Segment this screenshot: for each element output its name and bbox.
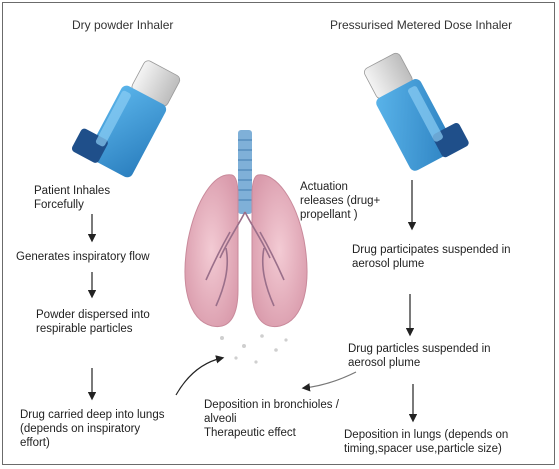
right-step-1-line-2: releases (drug+ bbox=[300, 194, 380, 208]
center-deposition: Deposition in bronchioles / alveoli Ther… bbox=[204, 398, 339, 440]
left-step-3: Powder dispersed into respirable particl… bbox=[36, 308, 150, 336]
right-step-3: Drug particles suspended in aerosol plum… bbox=[348, 342, 491, 370]
right-step-1-line-1: Actuation bbox=[300, 180, 380, 194]
left-step-3-line-1: Powder dispersed into bbox=[36, 308, 150, 322]
right-step-3-line-1: Drug particles suspended in bbox=[348, 342, 491, 356]
right-step-4: Deposition in lungs (depends on timing,s… bbox=[344, 428, 508, 456]
center-deposition-line-1: Deposition in bronchioles / bbox=[204, 398, 339, 412]
left-step-3-line-2: respirable particles bbox=[36, 322, 150, 336]
left-step-4-line-2: (depends on inspiratory bbox=[20, 422, 164, 436]
right-step-2-line-2: aerosol plume bbox=[352, 257, 511, 271]
right-step-2-line-1: Drug participates suspended in bbox=[352, 243, 511, 257]
right-step-4-line-2: timing,spacer use,particle size) bbox=[344, 442, 508, 456]
left-step-1-line-2: Forcefully bbox=[34, 198, 110, 212]
metered-dose-inhaler-title: Pressurised Metered Dose Inhaler bbox=[330, 18, 512, 32]
center-deposition-line-2: alveoli bbox=[204, 412, 339, 426]
right-step-3-line-2: aerosol plume bbox=[348, 356, 491, 370]
left-step-2: Generates inspiratory flow bbox=[16, 250, 150, 264]
center-deposition-line-3: Therapeutic effect bbox=[204, 426, 339, 440]
left-step-1-line-1: Patient Inhales bbox=[34, 184, 110, 198]
right-step-1: Actuation releases (drug+ propellant ) bbox=[300, 180, 380, 222]
left-step-1: Patient Inhales Forcefully bbox=[34, 184, 110, 212]
right-step-2: Drug participates suspended in aerosol p… bbox=[352, 243, 511, 271]
lungs-icon bbox=[185, 130, 307, 364]
left-step-4-line-1: Drug carried deep into lungs bbox=[20, 408, 164, 422]
left-step-4-line-3: effort) bbox=[20, 436, 164, 450]
right-step-4-line-1: Deposition in lungs (depends on bbox=[344, 428, 508, 442]
left-step-2-line-1: Generates inspiratory flow bbox=[16, 250, 150, 264]
right-step-1-line-3: propellant ) bbox=[300, 208, 380, 222]
dry-powder-inhaler-icon bbox=[71, 48, 184, 181]
left-step-4: Drug carried deep into lungs (depends on… bbox=[20, 408, 164, 450]
metered-dose-inhaler-icon bbox=[359, 42, 470, 174]
dry-powder-inhaler-title: Dry powder Inhaler bbox=[72, 18, 173, 32]
